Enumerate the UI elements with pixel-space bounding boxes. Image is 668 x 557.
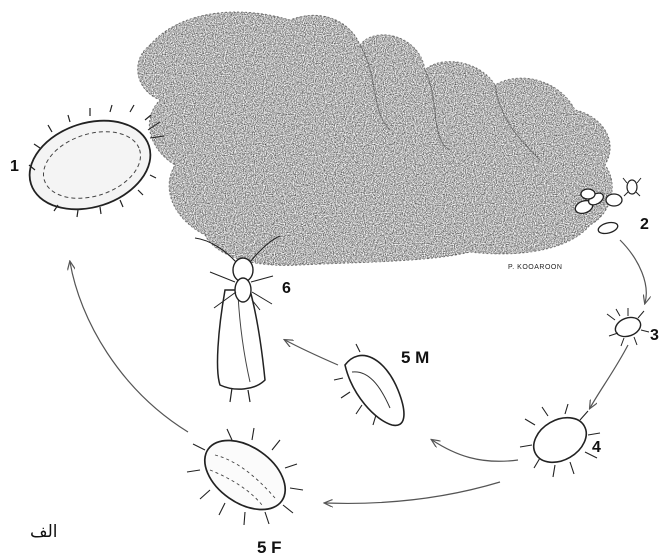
arrow-male-to-adult xyxy=(285,340,338,365)
artist-credit: P. KOOAROON xyxy=(508,264,562,271)
stage-4-nymph xyxy=(520,404,600,477)
label-stage-4: 4 xyxy=(592,439,601,456)
stage-3-crawler xyxy=(607,308,649,346)
figure-caption: الف xyxy=(30,522,58,542)
host-plant-foliage xyxy=(138,12,613,265)
label-stage-5f: 5 F xyxy=(257,538,282,557)
stage-1-adult-female xyxy=(18,105,164,224)
label-stage-3: 3 xyxy=(650,327,659,344)
arrow-nymph-to-female xyxy=(325,482,500,503)
stage-5m-male-nymph xyxy=(334,344,404,425)
arrow-crawler-to-nymph xyxy=(590,345,628,408)
arrow-nymph-to-male xyxy=(432,440,518,461)
label-stage-1: 1 xyxy=(10,158,19,175)
stage-5f-female-nymph xyxy=(187,426,303,525)
arrow-female-to-adult-female xyxy=(70,262,188,432)
arrow-eggs-to-crawler xyxy=(620,240,646,303)
label-stage-2: 2 xyxy=(640,216,649,233)
label-stage-5m: 5 M xyxy=(401,348,429,367)
label-stage-6: 6 xyxy=(282,280,291,297)
